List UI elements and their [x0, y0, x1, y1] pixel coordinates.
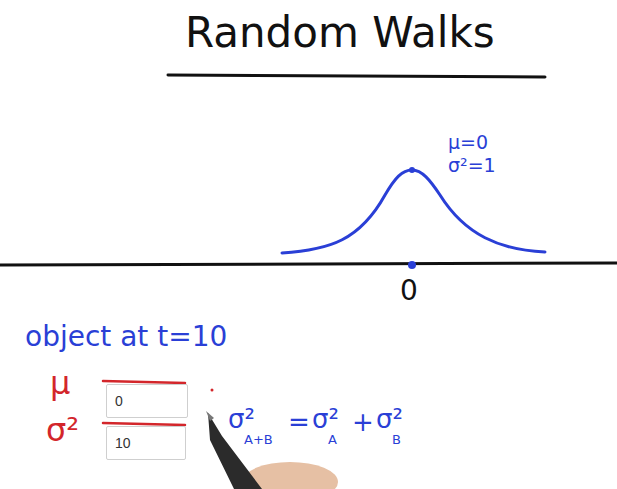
axis-origin: 0 [400, 276, 418, 307]
formula-symbol: σ² [312, 405, 339, 434]
mean-symbol: μ [50, 366, 70, 401]
formula-subscript: A+B [244, 433, 273, 447]
mean-note: μ=0 [448, 132, 488, 153]
input-box: 10 [106, 426, 186, 460]
input-value: 10 [115, 435, 131, 451]
red-stroke [103, 423, 185, 425]
question-text: object at t=10 [25, 322, 227, 353]
formula-symbol: σ² [228, 405, 255, 434]
formula-subscript: A [328, 433, 337, 447]
bell-curve [282, 170, 545, 253]
title-underline [168, 75, 545, 77]
axis-line [0, 263, 617, 265]
formula-subscript: B [392, 433, 401, 447]
formula-symbol: σ² [376, 405, 403, 434]
red-stroke [103, 381, 185, 383]
formula-operator: = [288, 408, 310, 437]
formula-operator: + [352, 408, 374, 437]
input-box: 0 [106, 384, 188, 418]
peak-dot [409, 167, 415, 173]
red-dot [211, 389, 214, 392]
origin-dot [408, 261, 416, 269]
pen-tip [206, 411, 214, 421]
input-value: 0 [115, 393, 123, 409]
variance-symbol: σ² [46, 413, 79, 448]
variance-note: σ²=1 [448, 155, 496, 176]
title: Random Walks [185, 10, 495, 56]
